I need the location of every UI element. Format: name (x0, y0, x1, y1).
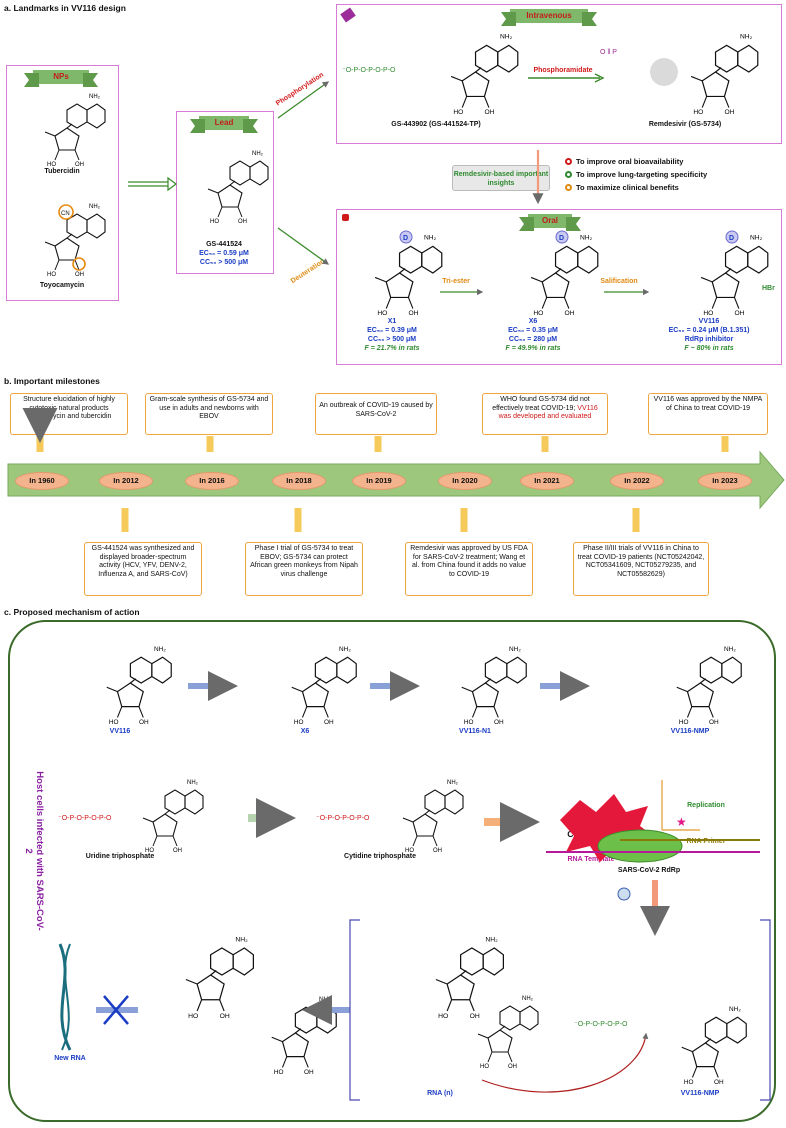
year-2012: In 2012 (99, 472, 153, 490)
year-2016: In 2016 (185, 472, 239, 490)
phosphoramidate-label: Phosphoramidate (533, 67, 593, 74)
milestone-2016: Gram-scale synthesis of GS-5734 and use … (145, 393, 273, 435)
year-2019: In 2019 (352, 472, 406, 490)
rna-n-label: RNA (n) (427, 1090, 453, 1097)
milestone-2020: Remdesivir was approved by US FDA for SA… (405, 542, 533, 596)
goal-item: To maximize clinical benefits (565, 183, 765, 196)
milestone-2021: WHO found GS-5734 did not effectively tr… (482, 393, 608, 435)
x6-f: F = 49.9% in rats (505, 345, 561, 352)
intravenous-box (336, 4, 782, 144)
rna-template-label: RNA Template (567, 856, 615, 863)
section-b-title: b. Important milestones (4, 376, 100, 386)
vv116-nmp-label: VV116-NMP (670, 728, 710, 735)
insights-box: Remdesivir-based important insights (452, 165, 550, 191)
vv116-n1-label: VV116-N1 (459, 728, 491, 735)
new-rna-label: New RNA (54, 1055, 86, 1062)
remdesivir-label: Remdesivir (GS-5734) (648, 121, 722, 128)
toyocamycin-label: Toyocamycin (39, 282, 85, 289)
x1-name: X1 (387, 318, 397, 325)
year-2022: In 2022 (610, 472, 664, 490)
lead-banner: Lead (190, 116, 258, 133)
svg-text:D: D (403, 235, 408, 242)
goal-dot-icon (565, 158, 572, 165)
replication-label: Replication (687, 802, 725, 809)
nps-box (6, 65, 119, 301)
cell-boundary (8, 620, 776, 1122)
vv116-ec50: EC₅₀ = 0.24 μM (B.1.351) (668, 327, 750, 334)
x6-ec50: EC₅₀ = 0.35 μM (508, 327, 558, 334)
gs441524-cc50: CC₅₀ > 500 μM (199, 259, 249, 266)
nps-banner: NPs (24, 70, 98, 87)
lead-box (176, 111, 274, 274)
tri-ester-label: Tri-ester (442, 278, 470, 285)
year-2018: In 2018 (272, 472, 326, 490)
oral-banner: Oral (519, 214, 581, 231)
svg-text:⁻O-P-O-P-O-P-O: ⁻O-P-O-P-O-P-O (342, 67, 396, 74)
x6-cc50: CC₅₀ = 280 μM (508, 336, 558, 343)
vv116-mech-label: VV116 (109, 728, 131, 735)
timeline-arrows (22, 408, 729, 532)
svg-text:⁻O-P-O-P-O-P-O: ⁻O-P-O-P-O-P-O (574, 1021, 628, 1028)
svg-text:O ‖ P: O ‖ P (600, 49, 617, 56)
svg-text:HBr: HBr (762, 285, 775, 292)
goals-list: To improve oral bioavailability To impro… (565, 157, 765, 196)
section-c-title: c. Proposed mechanism of action (4, 607, 140, 617)
svg-text:D: D (559, 235, 564, 242)
svg-text:★: ★ (676, 815, 687, 829)
x1-ec50: EC₅₀ = 0.39 μM (367, 327, 417, 334)
vv116-nmp-label-2: VV116-NMP (680, 1090, 720, 1097)
tubercidin-label: Tubercidin (44, 168, 80, 175)
gs441524-label: GS-441524 (206, 241, 242, 248)
goal-dot-icon (565, 184, 572, 191)
year-2020: In 2020 (438, 472, 492, 490)
svg-text:⁻O-P-O-P-O-P-O: ⁻O-P-O-P-O-P-O (316, 815, 370, 822)
x1-f: F = 21.7% in rats (364, 345, 420, 352)
year-2021: In 2021 (520, 472, 574, 490)
milestone-2023: VV116 was approved by the NMPA of China … (648, 393, 768, 435)
vv116-rdrp: RdRp inhibitor (684, 336, 734, 343)
gs441524-ec50: EC₅₀ = 0.59 μM (199, 250, 249, 257)
milestone-2018: Phase I trial of GS-5734 to treat EBOV; … (245, 542, 363, 596)
vv116-name: VV116 (698, 318, 720, 325)
year-1960: In 1960 (15, 472, 69, 490)
rna-primer-label: RNA Primer (686, 838, 726, 845)
svg-text:⁻O-P-O-P-O-P-O: ⁻O-P-O-P-O-P-O (58, 815, 112, 822)
milestone-2022: Phase II/III trials of VV116 in China to… (573, 542, 709, 596)
year-2023: In 2023 (698, 472, 752, 490)
svg-text:D: D (729, 235, 734, 242)
x1-cc50: CC₅₀ > 500 μM (367, 336, 417, 343)
salification-label: Salification (600, 278, 638, 285)
rdrp-label: SARS-CoV-2 RdRp (617, 867, 681, 874)
x6-mech-label: X6 (300, 728, 310, 735)
svg-text:CN: CN (61, 211, 70, 217)
vv116-f: F ~ 80% in rats (684, 345, 734, 352)
x6-name: X6 (528, 318, 538, 325)
section-a-title: a. Landmarks in VV116 design (4, 3, 126, 13)
goal-item: To improve oral bioavailability (565, 157, 765, 170)
utp-label: Uridine triphosphate (85, 853, 155, 860)
goal-dot-icon (565, 171, 572, 178)
ctp-label: Cytidine triphosphate (344, 853, 416, 860)
gs443902-label: GS-443902 (GS-441524-TP) (391, 121, 481, 128)
milestone-2012: GS-441524 was synthesized and displayed … (84, 542, 202, 596)
goal-item: To improve lung-targeting specificity (565, 170, 765, 183)
milestone-2019: An outbreak of COVID-19 caused by SARS-C… (315, 393, 437, 435)
intravenous-banner: Intravenous (501, 9, 597, 26)
